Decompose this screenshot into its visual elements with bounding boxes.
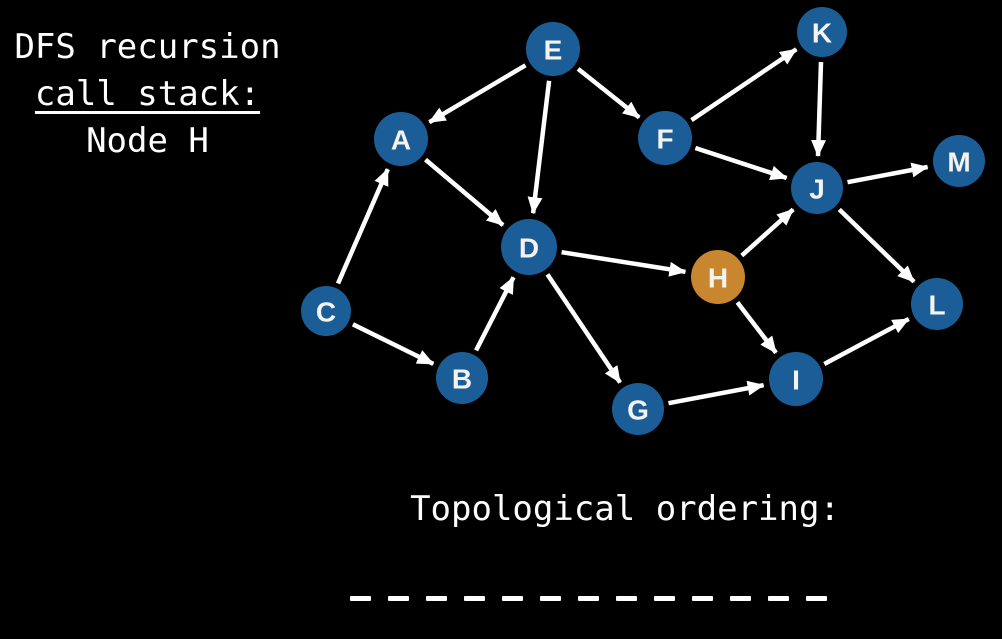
- graph-node-label-E: E: [544, 35, 563, 66]
- ordering-slot-dash: [426, 596, 447, 601]
- graph-node-label-L: L: [928, 290, 945, 321]
- graph-node-label-F: F: [656, 124, 673, 155]
- graph-node-circle-K: [797, 7, 847, 57]
- graph-edge-E-A: [428, 63, 527, 125]
- call-stack-panel: DFS recursion call stack: Node H: [0, 24, 295, 165]
- graph-node-circle-C: [301, 286, 351, 336]
- graph-node-J: J: [791, 162, 843, 214]
- graph-edge-D-G: [545, 273, 622, 384]
- graph-node-label-G: G: [627, 395, 649, 426]
- graph-node-circle-L: [911, 278, 963, 330]
- call-stack-title-line2: call stack:: [34, 74, 261, 114]
- ordering-slot-dash: [464, 596, 485, 601]
- ordering-slot-dash: [540, 596, 561, 601]
- graph-node-circle-J: [791, 162, 843, 214]
- graph-node-circle-A: [374, 112, 428, 166]
- graph-node-label-K: K: [812, 18, 832, 49]
- ordering-slot-dash: [768, 596, 789, 601]
- graph-node-H: H: [691, 250, 745, 304]
- graph-node-F: F: [638, 111, 692, 165]
- graph-edge-J-M: [847, 162, 929, 185]
- graph-node-circle-D: [501, 219, 557, 275]
- ordering-slot-dash: [388, 596, 409, 601]
- ordering-slot-dash: [654, 596, 675, 601]
- graph-node-C: C: [301, 286, 351, 336]
- ordering-slot-dash: [692, 596, 713, 601]
- graph-node-label-D: D: [519, 233, 539, 264]
- call-stack-title-line1: DFS recursion: [14, 27, 281, 67]
- graph-edge-J-L: [837, 207, 916, 284]
- ordering-slot-dash: [502, 596, 523, 601]
- graph-edge-F-K: [690, 47, 798, 122]
- topological-ordering-slots: [350, 596, 827, 601]
- graph-edge-K-J: [811, 61, 827, 157]
- graph-edge-D-H: [561, 249, 687, 277]
- ordering-slot-dash: [806, 596, 827, 601]
- graph-node-B: B: [436, 352, 488, 404]
- graph-edge-G-I: [668, 380, 765, 406]
- ordering-slot-dash: [730, 596, 751, 601]
- graph-node-label-A: A: [391, 125, 411, 156]
- graph-node-circle-F: [638, 111, 692, 165]
- graph-node-label-I: I: [792, 365, 800, 396]
- graph-edge-A-D: [424, 157, 505, 227]
- graph-node-K: K: [797, 7, 847, 57]
- graph-edge-H-J: [740, 207, 795, 258]
- graph-edge-E-F: [576, 67, 641, 120]
- graph-edge-E-D: [527, 80, 552, 215]
- ordering-slot-dash: [616, 596, 637, 601]
- graph-edge-F-J: [694, 145, 788, 181]
- topological-ordering-label: Topological ordering:: [410, 489, 840, 529]
- graph-edge-C-B: [351, 322, 435, 366]
- graph-node-label-J: J: [809, 174, 825, 205]
- graph-node-circle-H: [691, 250, 745, 304]
- call-stack-current-node: Node H: [86, 121, 209, 161]
- ordering-slot-dash: [578, 596, 599, 601]
- graph-node-circle-M: [933, 135, 985, 187]
- graph-edge-C-A: [335, 168, 390, 285]
- graph-node-label-C: C: [316, 297, 336, 328]
- graph-node-label-M: M: [947, 147, 970, 178]
- graph-node-label-B: B: [452, 364, 472, 395]
- graph-node-L: L: [911, 278, 963, 330]
- graph-node-circle-B: [436, 352, 488, 404]
- graph-node-circle-G: [612, 383, 664, 435]
- graph-edge-B-D: [474, 276, 516, 352]
- graph-edge-I-L: [823, 317, 910, 366]
- graph-node-circle-I: [769, 352, 823, 406]
- graph-node-G: G: [612, 383, 664, 435]
- graph-node-I: I: [769, 352, 823, 406]
- graph-node-circle-E: [526, 22, 580, 76]
- graph-edge-H-I: [735, 301, 778, 355]
- graph-node-A: A: [374, 112, 428, 166]
- graph-node-D: D: [501, 219, 557, 275]
- graph-node-M: M: [933, 135, 985, 187]
- graph-node-label-H: H: [708, 263, 728, 294]
- graph-node-E: E: [526, 22, 580, 76]
- ordering-slot-dash: [350, 596, 371, 601]
